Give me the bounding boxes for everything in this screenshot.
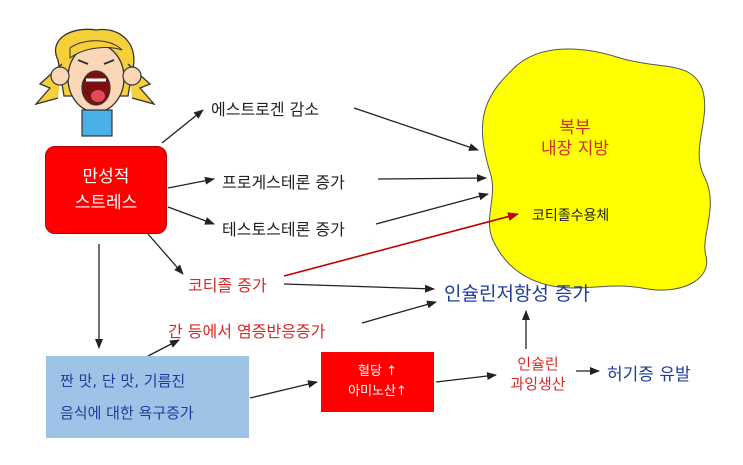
food-craving-line1: 짠 맛, 단 맛, 기름진 xyxy=(60,372,186,390)
blood-sugar-line1: 혈당 ↑ xyxy=(358,364,397,379)
hunger-induction-label: 허기증 유발 xyxy=(607,365,691,385)
blood-sugar-box: 혈당 ↑ 아미노산↑ xyxy=(321,352,434,412)
chronic-stress-line1: 만성적 xyxy=(82,167,130,187)
arrow-stress-to-progesterone xyxy=(167,176,215,189)
insulin-overproduction-label: 인슐린 과잉생산 xyxy=(500,354,576,394)
abdominal-fat-line1: 복부 xyxy=(559,118,591,138)
arrow-cortisol-to-resistance xyxy=(283,283,435,293)
cortisol-increase-label: 코티졸 증가 xyxy=(188,276,267,295)
arrow-stress-to-testosterone xyxy=(167,206,215,225)
arrow-stress-to-estrogen xyxy=(161,109,204,144)
insulin-overproduction-line2: 과잉생산 xyxy=(510,375,566,393)
arrow-estrogen-to-fat xyxy=(353,107,479,151)
arrow-testosterone-to-fat xyxy=(375,192,489,225)
insulin-overproduction-line1: 인슐린 xyxy=(517,355,559,373)
arrow-craving-to-sugar xyxy=(249,380,318,399)
food-craving-box: 짠 맛, 단 맛, 기름진 음식에 대한 욕구증가 xyxy=(46,356,249,438)
chronic-stress-box: 만성적 스트레스 xyxy=(45,146,167,234)
liver-inflammation-label: 간 등에서 염증반응증가 xyxy=(168,322,326,341)
arrow-cortisol-to-receptor xyxy=(283,212,519,277)
screaming-girl-icon xyxy=(34,28,156,137)
insulin-resistance-label: 인슐린저항성 증가 xyxy=(444,283,590,305)
abdominal-fat-line2: 내장 지방 xyxy=(541,139,609,159)
arrow-sugar-to-insulin xyxy=(435,372,497,383)
arrow-craving-to-inflammation xyxy=(147,339,180,357)
progesterone-increase-label: 프로게스테론 증가 xyxy=(222,173,345,192)
arrow-progesterone-to-fat xyxy=(377,174,487,183)
arrows xyxy=(95,107,600,399)
cortisol-receptor-label: 코티졸수용체 xyxy=(532,208,610,224)
estrogen-decrease-label: 에스트로겐 감소 xyxy=(211,100,320,119)
chronic-stress-line2: 스트레스 xyxy=(74,193,138,213)
arrow-inflammation-to-resistance xyxy=(361,300,437,324)
testosterone-increase-label: 테스토스테론 증가 xyxy=(222,220,345,239)
blood-sugar-line2: 아미노산↑ xyxy=(348,384,407,399)
food-craving-line2: 음식에 대한 욕구증가 xyxy=(60,404,194,422)
abdominal-fat-title: 복부 내장 지방 xyxy=(535,118,615,160)
arrow-stress-to-cortisol xyxy=(147,233,184,275)
abdominal-fat-blob xyxy=(481,48,711,291)
